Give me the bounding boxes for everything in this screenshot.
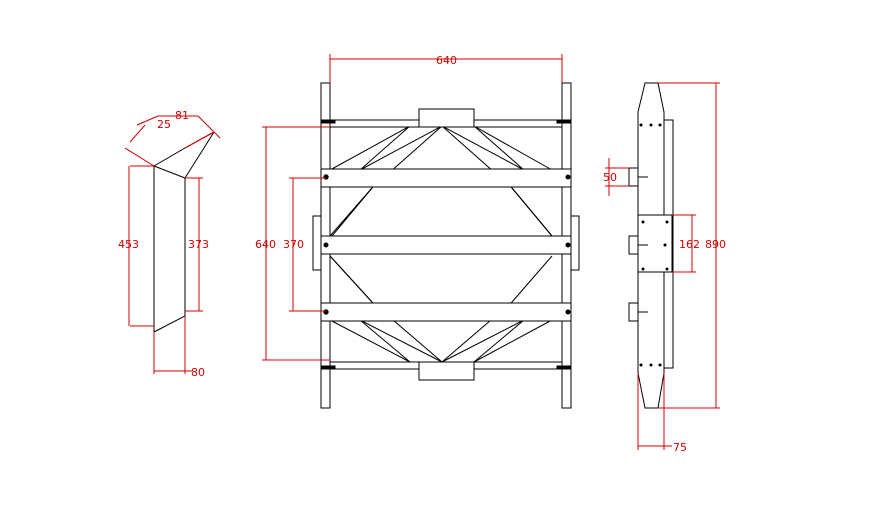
- dim-side-height-outer: 453: [118, 238, 139, 251]
- front-clamps: [320, 119, 572, 370]
- right-middle-stub: [628, 235, 639, 255]
- side-profile-edge: [153, 165, 186, 179]
- front-crossbar-middle: [320, 235, 572, 255]
- dim-side-height-inner: 373: [188, 238, 209, 251]
- dim-side-width: 80: [191, 366, 205, 379]
- dim-front-width: 640: [436, 54, 457, 67]
- right-mount-plate: [637, 214, 673, 273]
- right-dimensions: [605, 82, 720, 450]
- front-left-bracket: [312, 215, 322, 271]
- dim-side-top-large: 81: [175, 109, 189, 122]
- front-dim-labels: 640 640 370: [255, 54, 457, 251]
- front-crossbar-upper: [320, 168, 572, 188]
- front-frame-view: [312, 82, 580, 409]
- right-lower-stub: [628, 302, 639, 322]
- right-side-view: [628, 82, 674, 409]
- front-bottom-handle: [418, 361, 475, 381]
- side-profile-dimensions: [124, 115, 221, 374]
- front-crossbar-lower: [320, 302, 572, 322]
- side-profile-dim-labels: 25 81 453 373 80: [118, 109, 209, 379]
- right-upper-stub: [628, 167, 639, 187]
- right-bolts: [639, 123, 669, 367]
- dim-side-top-small: 25: [157, 118, 171, 131]
- dim-front-height: 640: [255, 238, 276, 251]
- dim-right-spacing-small: 50: [603, 171, 617, 184]
- right-stub-lines: [638, 176, 648, 313]
- front-dimensions: [262, 54, 563, 361]
- front-top-handle: [418, 108, 475, 128]
- dim-right-plate-height: 162: [679, 238, 700, 251]
- dim-right-depth: 75: [673, 441, 687, 454]
- dim-front-inner-spacing: 370: [283, 238, 304, 251]
- front-right-bracket: [570, 215, 580, 271]
- dim-right-total-height: 890: [705, 238, 726, 251]
- right-dim-labels: 50 162 890 75: [603, 171, 726, 454]
